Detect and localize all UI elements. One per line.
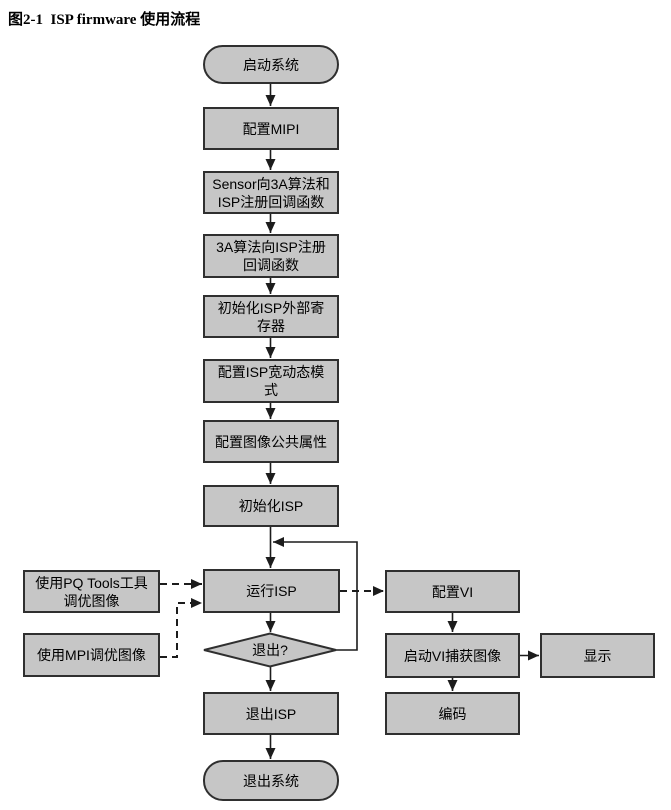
node-exit-decision: 退出? [252, 642, 288, 658]
node-mpi-tune: 使用MPI调优图像 [23, 633, 160, 677]
node-start-vi: 启动VI捕获图像 [385, 633, 520, 678]
arrow-decision-loopback [273, 537, 358, 651]
node-algo-register: 3A算法向ISP注册 回调函数 [203, 234, 339, 278]
node-exit-system: 退出系统 [203, 760, 339, 801]
node-init-isp: 初始化ISP [203, 485, 339, 527]
node-config-mipi: 配置MIPI [203, 107, 339, 150]
node-exit-isp: 退出ISP [203, 692, 339, 735]
node-config-wdr: 配置ISP宽动态模 式 [203, 359, 339, 403]
node-config-vi: 配置VI [385, 570, 520, 613]
decision-diamond-shape [203, 632, 337, 668]
node-encode: 编码 [385, 692, 520, 735]
node-run-isp: 运行ISP [203, 569, 340, 613]
arrow-mpi-runisp [160, 598, 202, 658]
node-init-ext-reg: 初始化ISP外部寄 存器 [203, 295, 339, 338]
node-config-pub-attr: 配置图像公共属性 [203, 420, 339, 463]
figure-title: 图2-1 ISP firmware 使用流程 [8, 12, 201, 28]
node-sensor-register: Sensor向3A算法和 ISP注册回调函数 [203, 171, 339, 214]
node-pq-tools: 使用PQ Tools工具 调优图像 [23, 570, 160, 613]
node-start: 启动系统 [203, 45, 339, 84]
node-display: 显示 [540, 633, 655, 678]
